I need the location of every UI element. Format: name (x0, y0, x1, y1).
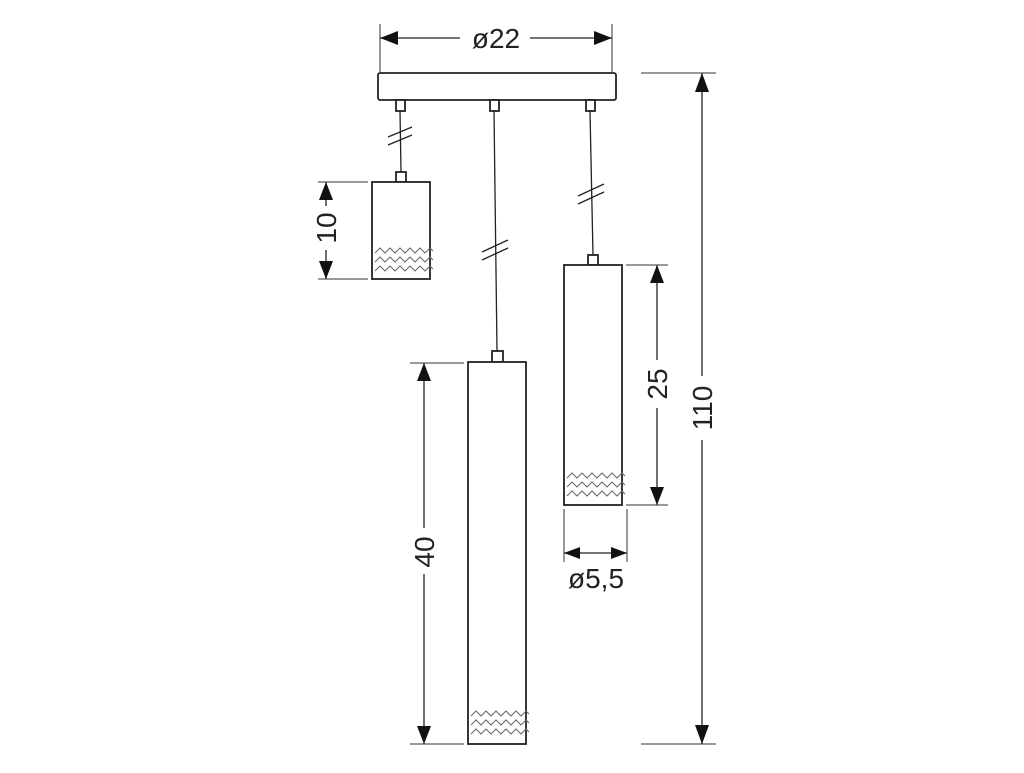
connector-center (489, 99, 500, 112)
medium-label-bg (641, 360, 673, 408)
arrow-right-icon (594, 31, 612, 45)
cord-break-mark (577, 191, 605, 205)
cord-break-mark (481, 247, 509, 261)
arrow-left-icon (564, 547, 580, 559)
arrow-up-icon (695, 73, 709, 92)
arrow-left-icon (380, 31, 398, 45)
arrow-right-icon (611, 547, 627, 559)
shade-pattern-medium (566, 472, 626, 497)
cord-long (493, 110, 498, 352)
total-label-bg (686, 376, 718, 440)
connector-right (585, 99, 596, 112)
total-height-dimension: 110 (641, 72, 718, 745)
socket-medium (587, 254, 599, 266)
pendant-small (371, 110, 434, 280)
pendant-long (467, 110, 530, 745)
shade-small (371, 181, 431, 280)
long-shade-height-label: 40 (409, 536, 440, 567)
cord-medium (589, 110, 594, 256)
small-shade-height-label: 10 (311, 212, 342, 243)
socket-small (395, 171, 407, 183)
canopy-plate-body (377, 72, 617, 101)
arrow-down-icon (417, 726, 431, 744)
total-height-label: 110 (687, 386, 718, 431)
canopy-label-bg (460, 22, 530, 56)
arrow-up-icon (417, 363, 431, 381)
cord-break-mark (387, 134, 413, 146)
medium-shade-height-label: 25 (642, 368, 673, 399)
cord-small (399, 110, 402, 173)
socket-long (491, 350, 504, 363)
arrow-up-icon (319, 182, 333, 200)
shade-long (467, 361, 527, 745)
arrow-up-icon (650, 265, 664, 283)
long-label-bg (408, 528, 440, 574)
canopy-plate (377, 72, 617, 112)
shade-pattern-long (470, 710, 530, 735)
canopy-width-dimension: ø22 (379, 22, 613, 72)
connector-left (395, 99, 406, 112)
arrow-down-icon (650, 487, 664, 505)
small-shade-height-dimension: 10 (310, 181, 368, 280)
arrow-down-icon (695, 725, 709, 744)
pendant-medium (563, 110, 626, 506)
shade-diameter-label: ø5,5 (568, 563, 624, 594)
cord-break-mark (577, 183, 605, 197)
shade-medium (563, 264, 623, 506)
small-label-bg (310, 206, 342, 250)
long-shade-height-dimension: 40 (408, 362, 464, 745)
shade-pattern-small (374, 247, 434, 272)
arrow-down-icon (319, 261, 333, 279)
medium-shade-height-dimension: 25 (626, 264, 673, 506)
cord-break-mark (387, 126, 413, 138)
cord-break-mark (481, 239, 509, 253)
shade-diameter-dimension: ø5,5 (563, 509, 628, 594)
canopy-diameter-label: ø22 (472, 23, 520, 54)
